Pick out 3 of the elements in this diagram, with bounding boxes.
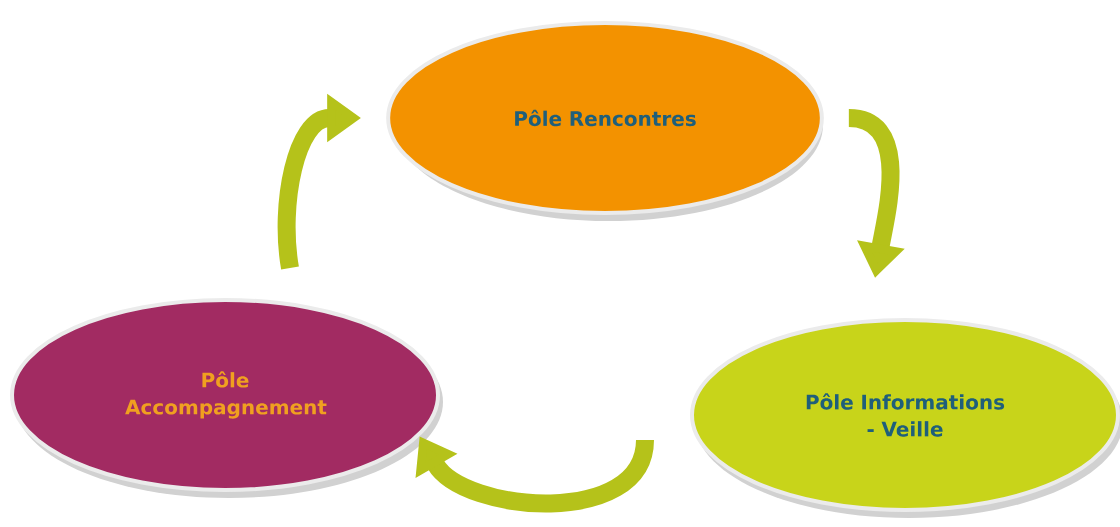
ellipse-node: Pôle Accompagnement <box>10 298 443 498</box>
ellipse-node: Pôle Informations - Veille <box>690 318 1120 518</box>
ellipse-node: Pôle Rencontres <box>386 21 824 221</box>
